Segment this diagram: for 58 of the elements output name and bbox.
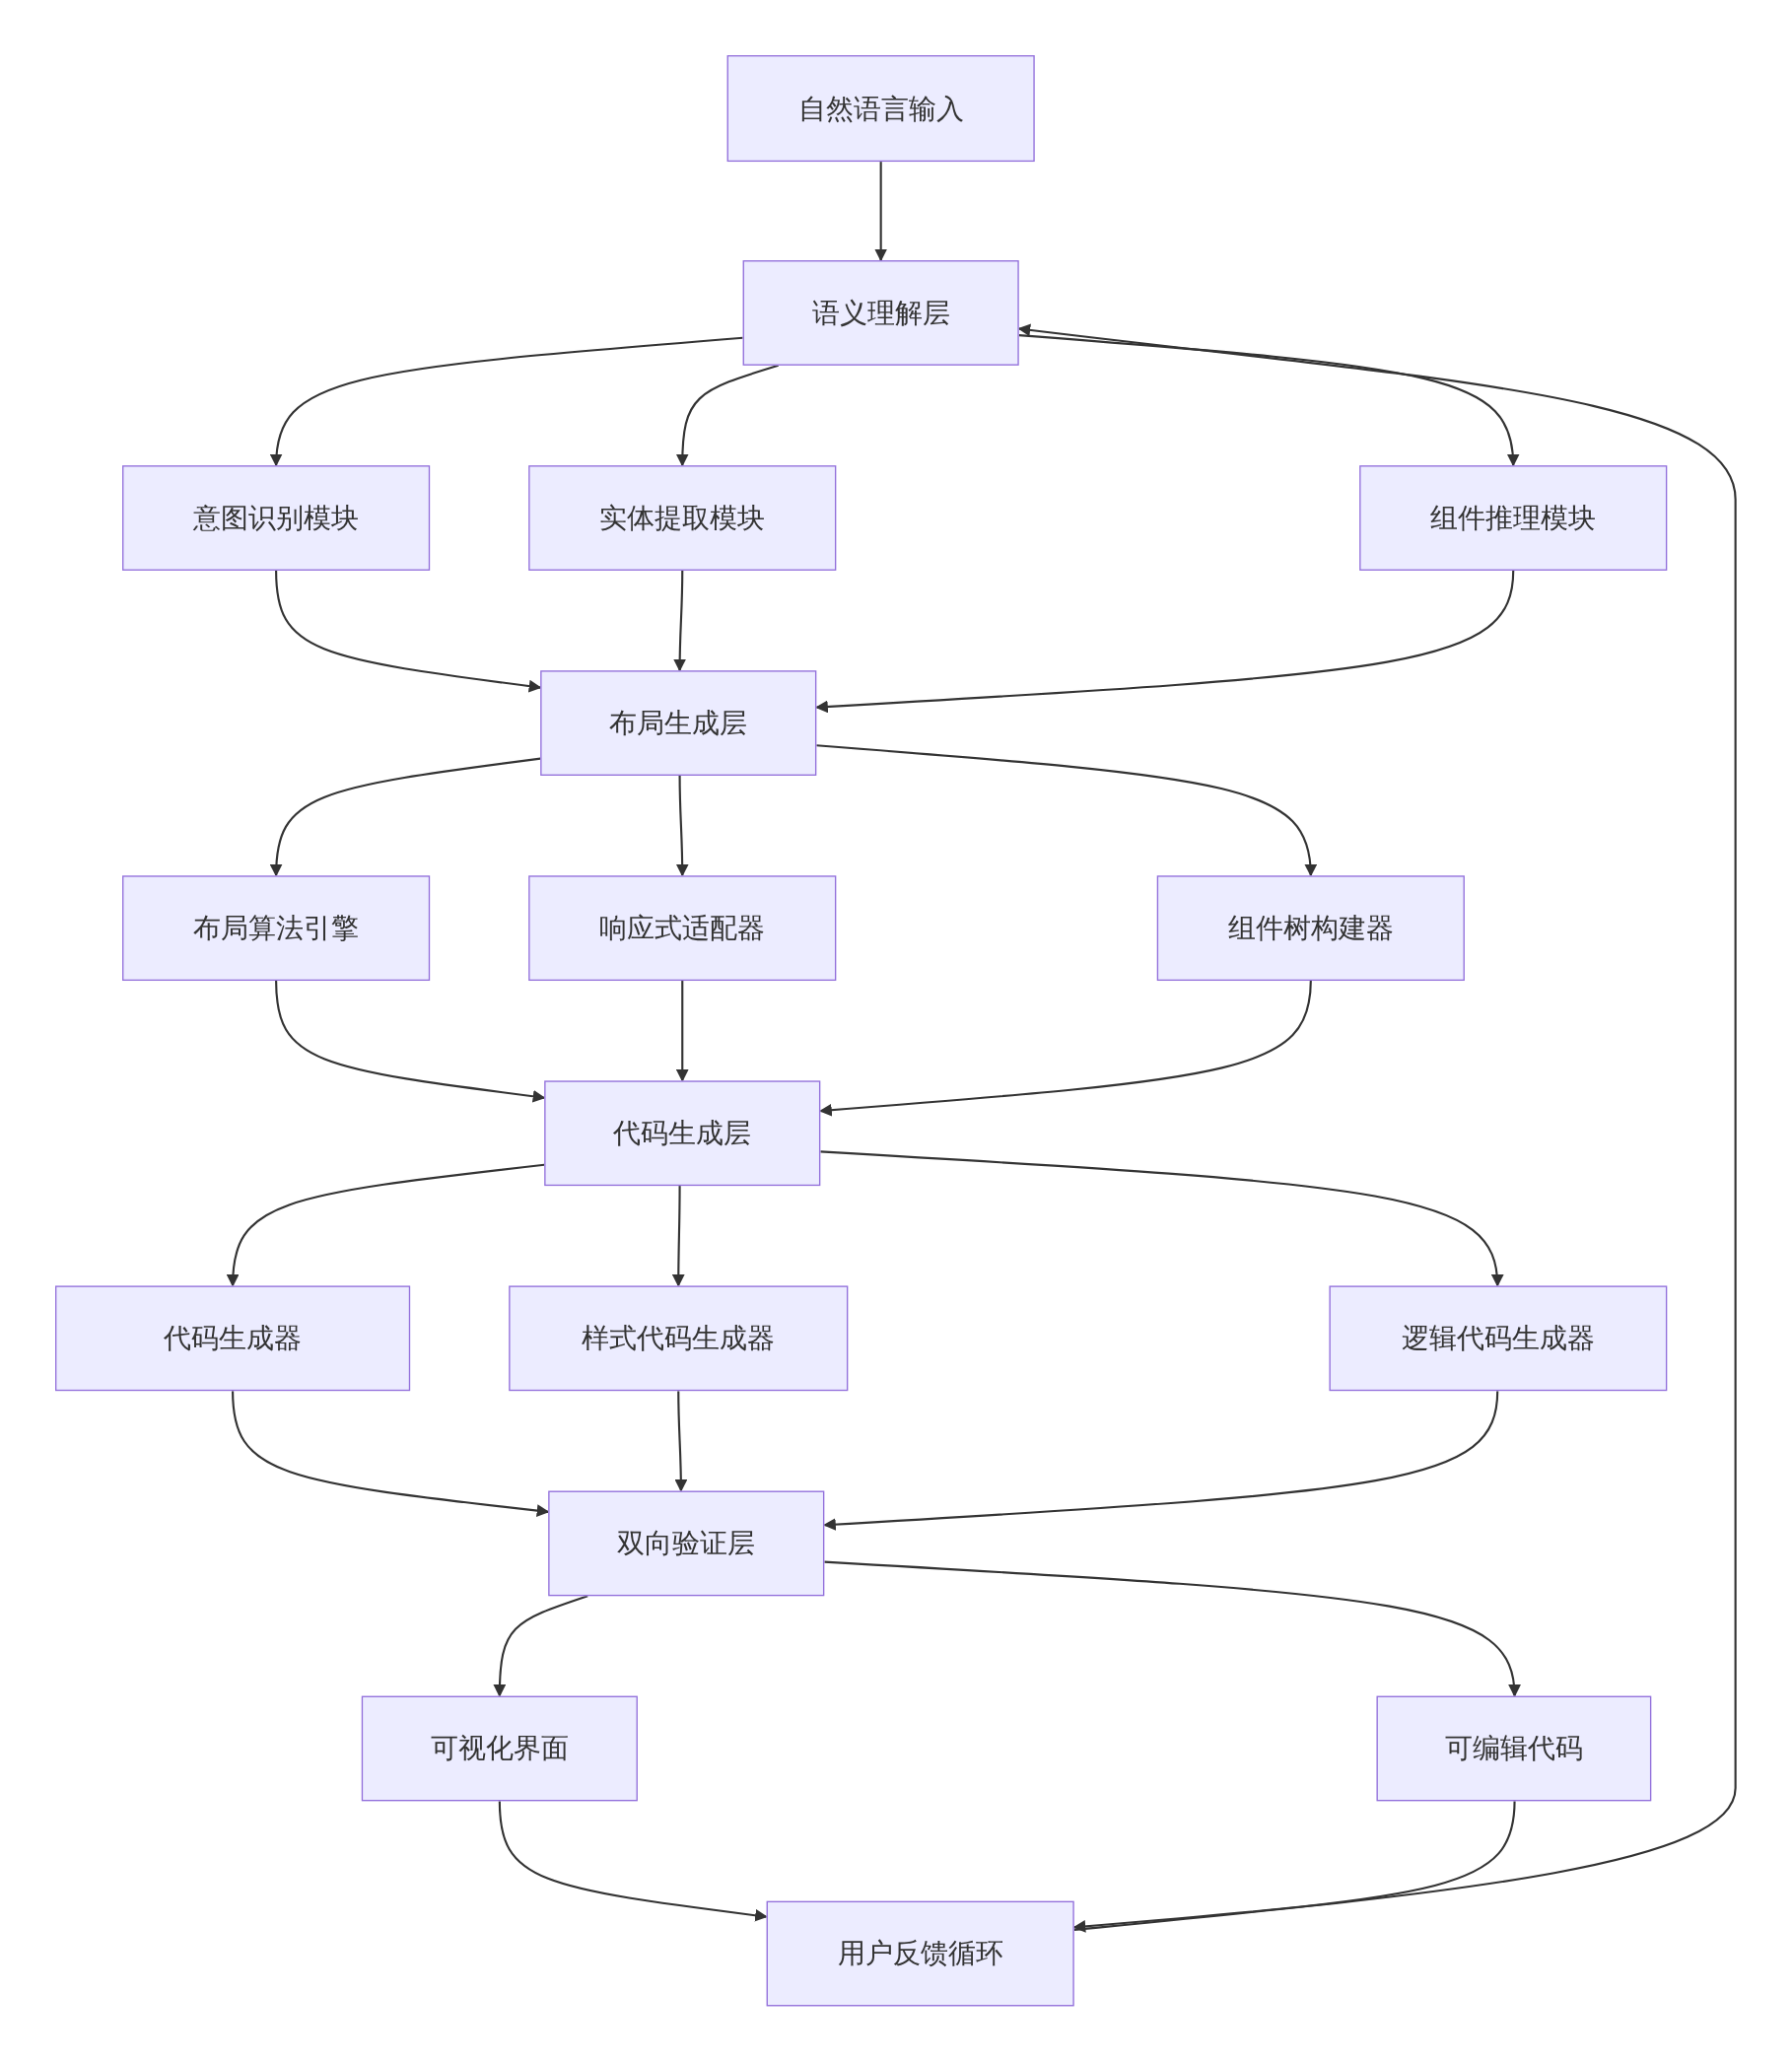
arrow [1072,1801,1516,1933]
process-box [726,55,1035,163]
arrow [671,1186,685,1287]
process-box [544,1080,821,1187]
arrow [674,1391,688,1492]
process-box [361,1695,638,1802]
process-box [509,1285,849,1392]
arrow [823,1391,1499,1531]
arrow [824,1560,1520,1697]
process-box [1376,1695,1652,1802]
box-label: 组件树构建器 [1227,911,1394,946]
process-box [528,875,837,982]
box-label: 布局算法引擎 [193,911,360,946]
arrow [270,757,541,877]
box-label: 逻辑代码生成器 [1401,1321,1595,1356]
process-box [540,670,817,776]
arrow [874,162,888,262]
box-label: 双向验证层 [617,1526,756,1561]
process-box [122,875,431,982]
box-label: 语义理解层 [811,296,950,331]
process-box [1329,1285,1668,1392]
arrow [815,570,1515,714]
box-label: 可编辑代码 [1444,1731,1583,1766]
arrow [232,1391,550,1517]
process-box [548,1490,825,1597]
arrow [227,1163,545,1287]
box-label: 意图识别模块 [193,501,360,536]
box-label: 可视化界面 [430,1731,569,1766]
box-label: 代码生成器 [164,1321,303,1356]
arrow [819,980,1312,1117]
arrow [675,981,689,1082]
process-box [528,465,837,571]
box-label: 用户反馈循环 [837,1937,1003,1972]
process-box [122,465,431,571]
arrow [275,570,542,693]
process-box [55,1285,411,1392]
process-box [766,1900,1074,2007]
arrow [1017,323,1737,1932]
process-box [1156,875,1465,982]
box-label: 样式代码生成器 [582,1321,776,1356]
box-label: 代码生成层 [613,1116,752,1151]
box-label: 实体提取模块 [599,501,766,536]
arrow [673,570,687,672]
arrow [275,980,546,1103]
arrow [816,744,1317,877]
arrow [1018,334,1519,467]
arrow [675,775,689,877]
arrow [676,364,779,467]
process-box [742,260,1019,366]
arrow [498,1801,768,1922]
process-box [1359,465,1668,571]
box-label: 布局生成层 [609,706,748,741]
arrow [820,1150,1503,1287]
box-label: 组件推理模块 [1430,501,1597,536]
arrow [493,1595,588,1697]
box-label: 自然语言输入 [797,92,964,127]
box-label: 响应式适配器 [599,911,766,946]
arrow [270,336,743,467]
